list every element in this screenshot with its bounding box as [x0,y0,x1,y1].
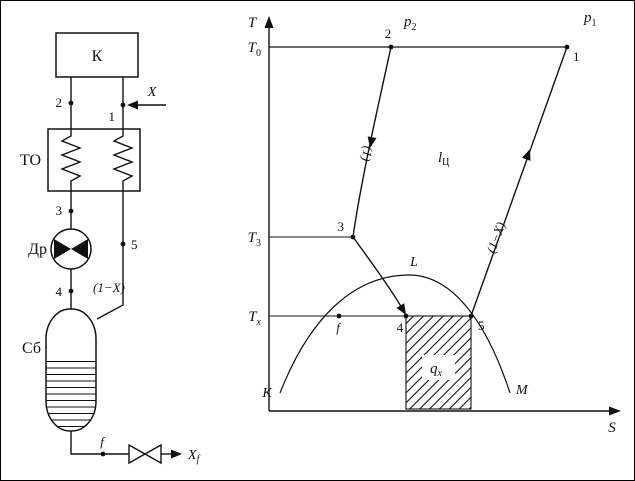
process-2-3-arrowhead-icon [367,136,377,148]
flow-diagram: К ТО Др Сб Xf X (1−X) [20,32,201,465]
coil-right-icon [112,129,134,191]
branch-1-label: (1) [359,145,376,163]
flow-point-2-label: 2 [56,95,63,110]
ts-point-5-label: 5 [478,318,485,333]
compressor-label: К [92,48,103,65]
flow-point-4-dot [68,288,74,294]
t3-label: T3 [248,230,261,249]
ts-point-1-label: 1 [573,49,580,64]
flow-point-3-label: 3 [56,203,63,218]
ts-point-3-dot [350,234,356,240]
t-axis-arrowhead-icon [264,16,274,28]
ts-point-4-dot [403,313,409,319]
s-axis-label: S [608,420,616,436]
compressor-box [55,32,139,78]
flow-point-5-label: 5 [131,237,138,252]
heat-label: qx [430,361,443,379]
process-5-1-line [470,46,568,317]
process-3-4-curve [352,236,406,314]
throttle-wing-right-icon [71,239,88,259]
ts-point-2-label: 2 [385,26,392,41]
throttle-wing-left-icon [54,239,71,259]
critical-point-label: L [409,255,418,270]
flow-point-1-dot [120,102,126,108]
flow-point-f-label: f [100,434,106,449]
flow-point-2-dot [68,100,74,106]
separator-label: Сб [22,340,41,357]
ts-point-3-label: 3 [338,219,345,234]
feed-label: X [147,85,157,100]
s-axis-arrowhead-icon [609,406,621,416]
ts-diagram: T S T0 T3 Tx p2 p1 К М L qx (1) (1−X) [248,10,621,436]
heat-exchanger-box [47,128,141,192]
cycle-work-label: lЦ [438,150,449,168]
dome-left-label: К [261,386,272,401]
t-axis-label: T [248,15,258,31]
dome-right-label: М [515,383,529,398]
coil-left-icon [60,129,82,191]
flow-point-f-dot [100,451,106,457]
heat-label-backplate [422,355,455,380]
ts-point-4-label: 4 [397,320,404,335]
drain-arrowhead-icon [171,449,182,459]
vapor-fraction-label: (1−X) [93,280,125,295]
flow-point-4-label: 4 [56,284,63,299]
t0-label: T0 [248,40,261,59]
ts-point-f-label: f [336,320,342,335]
saturation-dome-curve [279,274,511,394]
ts-point-f-dot [336,313,342,319]
flow-point-5-dot [120,241,126,247]
drain-valve-left-icon [128,443,147,465]
throttle-label: Др [28,241,47,258]
tx-label: Tx [248,309,261,328]
ts-point-1-dot [564,44,570,50]
flow-point-1-label: 1 [109,109,116,124]
process-3-4-arrowhead-icon [396,303,406,315]
ts-point-2-dot [388,44,394,50]
separator-liquid [46,361,96,431]
feed-arrowhead-icon [127,100,138,110]
p1-label: p1 [583,10,597,29]
process-5-1-arrowhead-icon [522,149,531,161]
flow-point-3-dot [68,208,74,214]
heat-exchanger-label: ТО [20,152,41,169]
branch-1x-label: (1−X) [483,220,508,255]
drain-valve-right-icon [143,443,162,465]
liquid-product-label: Xf [187,448,201,465]
p2-label: p2 [403,14,417,33]
ts-point-5-dot [468,313,474,319]
